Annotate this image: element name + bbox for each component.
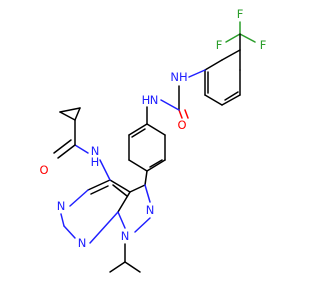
co-to-o-1 [57, 144, 76, 159]
ring-r-double-1 [224, 91, 239, 101]
pm-c3a-to-c4 [109, 179, 131, 193]
atom-label-f-b: F [216, 38, 223, 52]
ring-r-4 [204, 94, 223, 106]
pm-to-ntop [69, 189, 89, 207]
cf3-bond-c [239, 33, 256, 43]
cp-1 [59, 111, 76, 121]
ipr-left [109, 261, 126, 273]
pm-c4-to-cn [87, 179, 111, 191]
atom-label-pyrazole-n2: N [146, 203, 155, 217]
ring-m-6 [128, 123, 148, 136]
atom-label-layer: F F F NH N H O O N H N N N N [39, 7, 266, 250]
atom-label-pyrazole-n1: N [121, 229, 130, 243]
atom-label-f-a: F [237, 7, 244, 21]
ring-m-1 [146, 123, 166, 136]
ring-r-5 [221, 94, 241, 106]
molecule-structure: F F F NH N H O O N H N N N N [39, 7, 266, 273]
ring-m-4 [128, 159, 148, 172]
urea-c-o-1 [178, 109, 183, 119]
cp-2 [59, 107, 81, 113]
pm-c2-to-nbottom [63, 225, 76, 239]
ring-r-2 [204, 59, 223, 71]
atom-label-urea-nh-right: NH [170, 70, 187, 84]
atom-label-urea-h-left: H [142, 93, 151, 107]
pz-n2-to-n1 [134, 217, 151, 233]
urea-c-o-2 [184, 109, 189, 119]
co-to-o-2 [53, 139, 72, 154]
c4-to-nh-amide [99, 159, 111, 181]
atom-label-amide-h: H [91, 155, 100, 169]
ring-r-1 [221, 49, 241, 61]
pz-c3-to-c3a [129, 184, 146, 193]
atom-label-pyrimidine-n-bottom: N [78, 236, 87, 250]
ipr-right [124, 261, 141, 273]
pz-c7a-to-c3a [117, 191, 131, 213]
atom-label-amide-n: N [91, 144, 100, 158]
cf3-bond-b [225, 33, 241, 43]
cp-3 [74, 107, 81, 121]
pm-ntop-to-c2 [60, 213, 65, 227]
pm-double-2 [90, 185, 109, 195]
pz-c3-to-n2 [144, 184, 151, 203]
phenyl-to-pyrazole [144, 170, 148, 186]
atom-label-pyrimidine-n-top: N [57, 199, 66, 213]
ring-m-double-1 [131, 128, 146, 138]
ring-m-3 [146, 159, 166, 172]
atom-label-f-c: F [260, 38, 267, 52]
ring-m-double-2 [149, 159, 163, 168]
pm-nbottom-to-c7a [89, 211, 119, 244]
atom-label-urea-n-left: N [150, 93, 159, 107]
nh-amide-to-co [74, 144, 89, 154]
atom-label-amide-o: O [39, 163, 48, 177]
pm-double-1 [112, 184, 128, 197]
urea-c-to-nhl [160, 99, 180, 111]
atom-label-urea-o: O [177, 118, 186, 132]
nh-right-to-ring [188, 69, 206, 78]
bond-layer [53, 21, 256, 273]
pz-n1-to-c7a [117, 211, 126, 229]
